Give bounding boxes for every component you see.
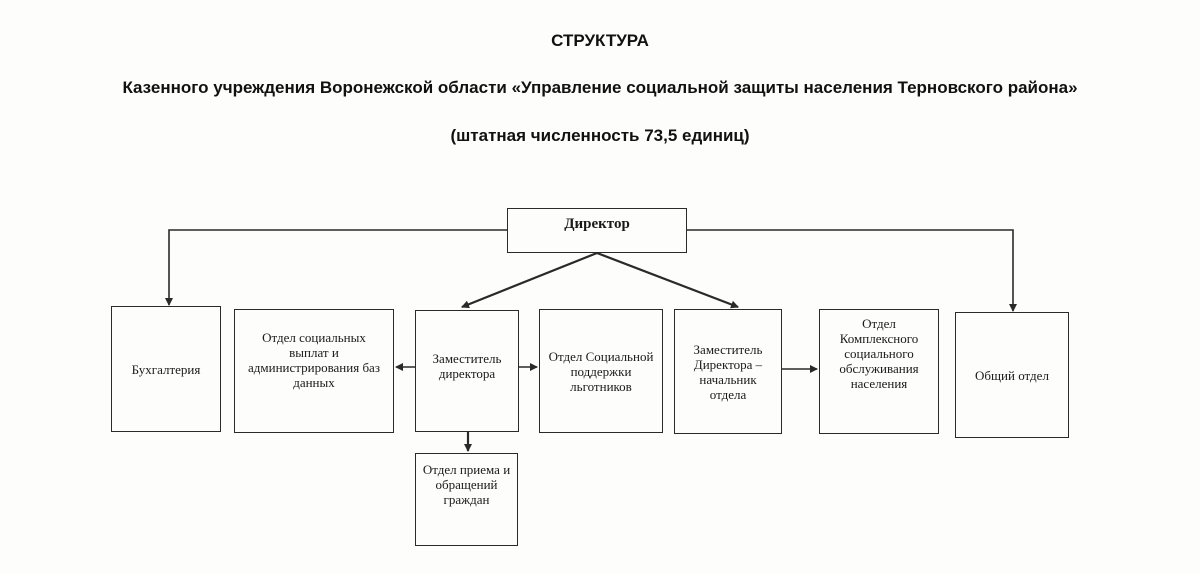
organization-name: Казенного учреждения Воронежской области… (122, 78, 1078, 97)
node-social-payments: Отдел социальных выплат и администрирова… (234, 309, 394, 433)
node-benefits-support: Отдел Социальной поддержки льготников (539, 309, 663, 433)
connector-director-deputy2 (596, 251, 739, 309)
node-benefits-support-label: Отдел Социальной поддержки льготников (548, 348, 654, 394)
node-deputy-head: Заместитель Директора – начальник отдела (674, 309, 782, 434)
node-citizens-reception: Отдел приема и обращений граждан (415, 453, 518, 546)
node-accounting-label: Бухгалтерия (131, 361, 201, 377)
node-deputy-head-label: Заместитель Директора – начальник отдела (693, 341, 763, 402)
connector-director-accounting (165, 229, 507, 306)
staffing-note: (штатная численность 73,5 единиц) (450, 126, 750, 145)
node-director-label: Директор (564, 216, 630, 232)
node-complex-service-label: Отдел Комплексного социального обслужива… (839, 316, 919, 391)
node-social-payments-label: Отдел социальных выплат и администрирова… (248, 330, 380, 390)
connector-director-deputy1 (461, 251, 598, 309)
node-complex-service: Отдел Комплексного социального обслужива… (819, 309, 939, 434)
node-citizens-reception-label: Отдел приема и обращений граждан (422, 462, 511, 507)
document-title: СТРУКТУРА (551, 31, 649, 50)
node-director: Директор (507, 208, 687, 253)
node-deputy-director-label: Заместитель директора (432, 351, 502, 381)
node-general-dept-label: Общий отдел (975, 367, 1049, 383)
node-general-dept: Общий отдел (955, 312, 1069, 438)
node-accounting: Бухгалтерия (111, 306, 221, 432)
node-deputy-director: Заместитель директора (415, 310, 519, 432)
connector-director-general (687, 229, 1017, 312)
